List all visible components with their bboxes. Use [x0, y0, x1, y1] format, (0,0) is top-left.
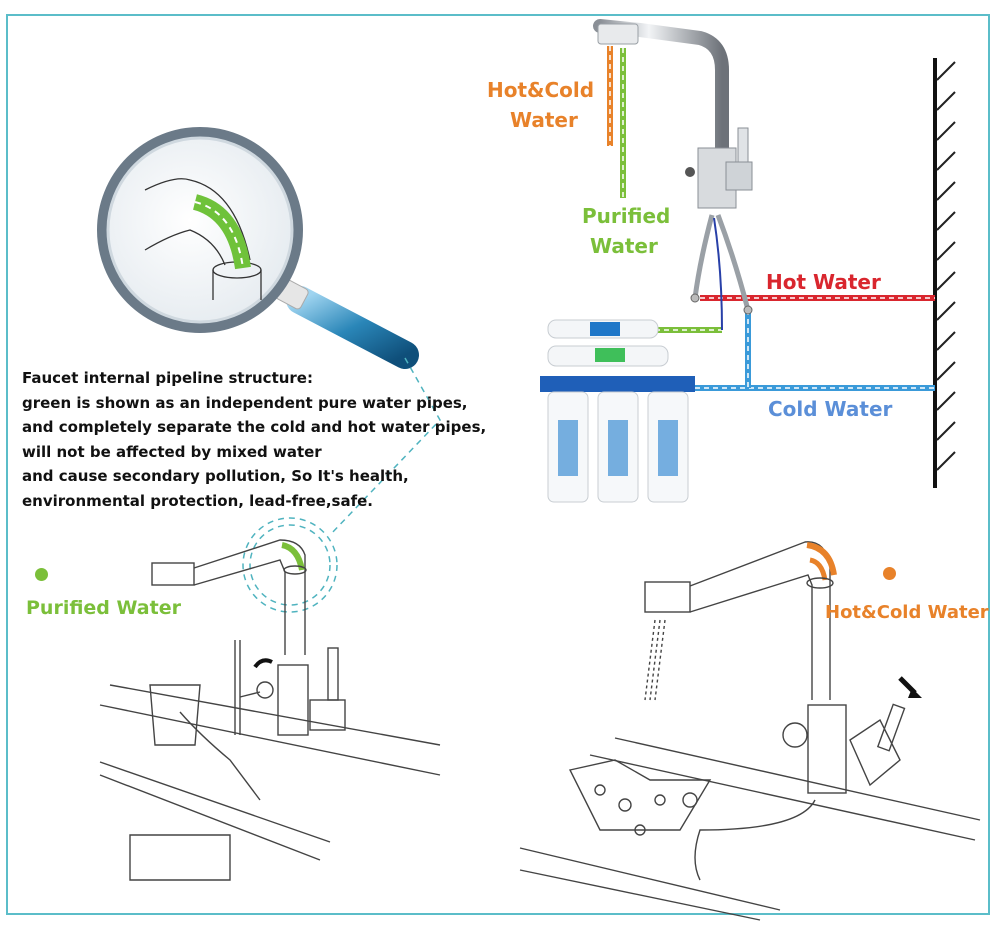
faucet-hoses [690, 214, 753, 331]
label-hot-cold-bottom: Hot&Cold Water [825, 602, 989, 623]
description-line: will not be affected by mixed water [22, 442, 322, 461]
purified-faucet-drawing [99, 539, 441, 881]
pipeline-description: Faucet internal pipeline structure: gree… [22, 366, 486, 513]
water-filter-unit [540, 319, 695, 503]
label-hot-cold-top-2: Water [510, 108, 578, 132]
label-purified-top-1: Purified [582, 204, 671, 228]
label-cold-water: Cold Water [768, 397, 893, 421]
label-hot-cold-top-1: Hot&Cold [487, 78, 595, 102]
chrome-faucet-photo [593, 19, 753, 209]
description-line: Faucet internal pipeline structure: [22, 369, 313, 387]
cold-water-pipe [695, 310, 935, 391]
description-line: environmental protection, lead-free,safe… [22, 491, 373, 510]
label-purified-bottom: Purified Water [26, 597, 181, 619]
magnifying-glass-icon [97, 127, 419, 369]
bullet-dot-icon [883, 567, 896, 580]
description-line: green is shown as an independent pure wa… [22, 393, 468, 412]
bullet-dot-icon [35, 568, 48, 581]
description-line: and completely separate the cold and hot… [22, 418, 487, 436]
diagram-frame [6, 14, 990, 915]
description-line: and cause secondary pollution, So It's h… [22, 467, 409, 485]
label-hot-water: Hot Water [766, 270, 881, 294]
wall [933, 58, 956, 488]
callout-lines [242, 357, 441, 613]
hot-cold-faucet-drawing [519, 541, 981, 921]
label-purified-top-2: Water [590, 234, 658, 258]
arrow-head [908, 688, 922, 698]
arrow-icon [253, 658, 273, 669]
purified-water-pipe [620, 48, 722, 333]
